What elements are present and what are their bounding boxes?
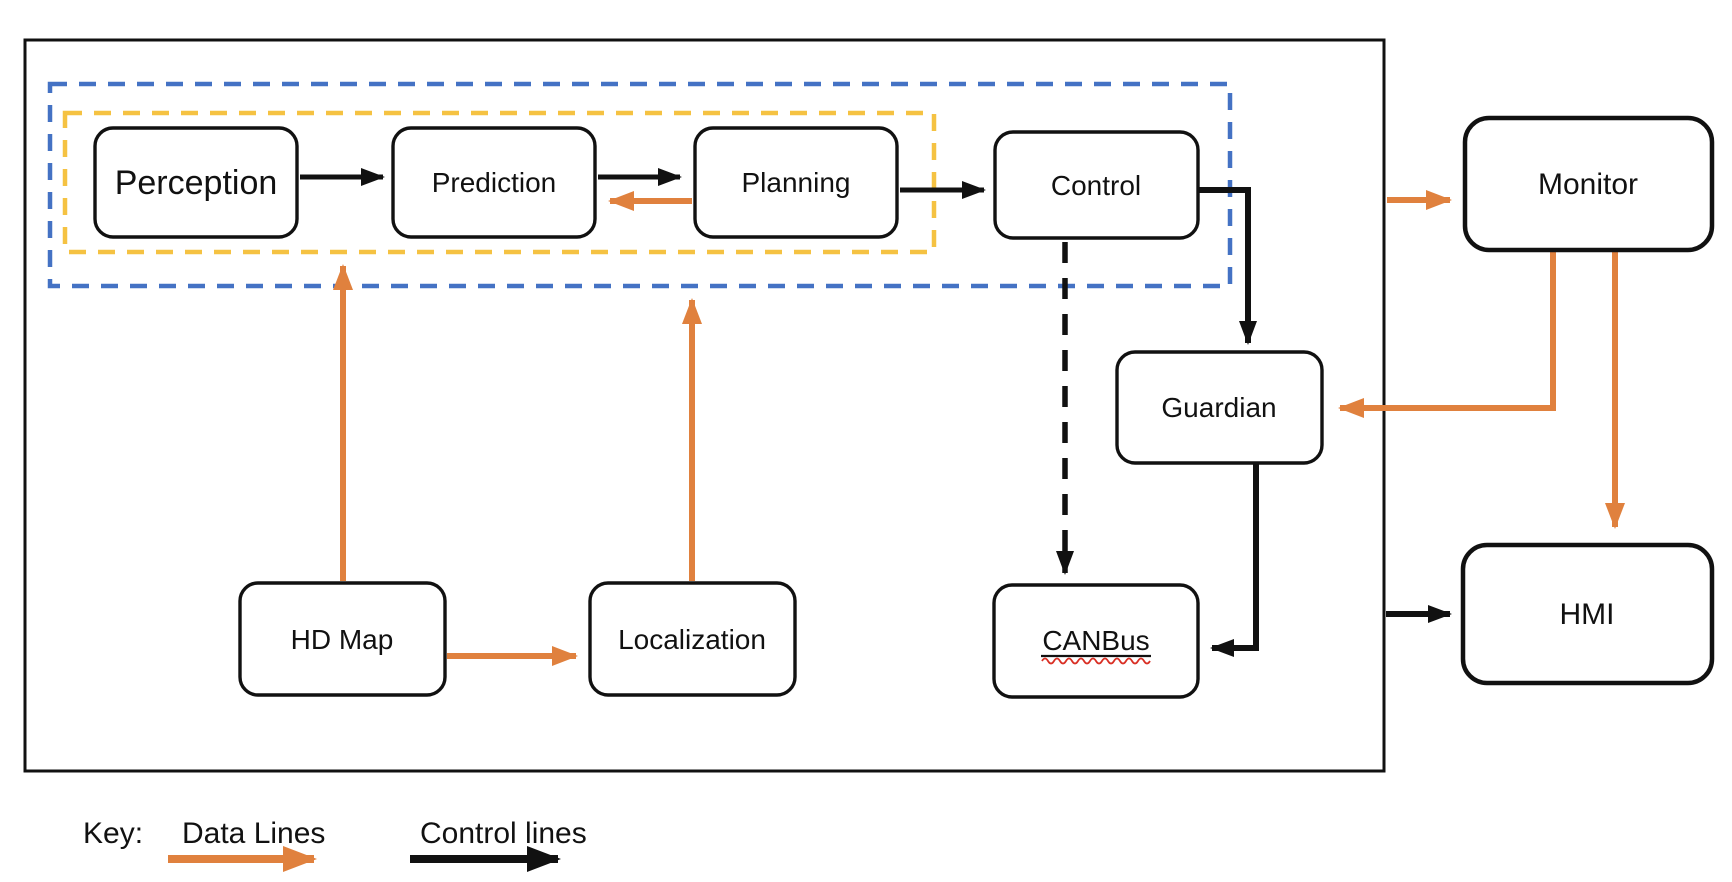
canbus-label: CANBus (1042, 625, 1149, 656)
arrow-guardian-to-canbus (1210, 464, 1259, 657)
control-lines-group (300, 168, 1452, 872)
planning-label: Planning (742, 167, 851, 198)
canbus-box (992, 583, 1200, 699)
arrow-control-to-guardian (1198, 187, 1257, 345)
key-control-lines-label: Control lines (420, 817, 587, 850)
perception-box (93, 126, 299, 239)
blue-dashed-group-box (47, 81, 1233, 289)
perception-label: Perception (115, 164, 278, 202)
localization-box (588, 581, 797, 697)
monitor-box (1462, 115, 1715, 253)
guardian-label: Guardian (1161, 392, 1276, 423)
control-label: Control (1051, 170, 1141, 201)
nodes-group: Perception Prediction Planning Control G… (93, 115, 1715, 699)
arrow-monitor-to-guardian (1338, 252, 1556, 418)
localization-label: Localization (618, 624, 766, 655)
key-title: Key: (83, 817, 143, 850)
canbus-spellcheck-squiggle (1041, 657, 1151, 665)
control-box (993, 130, 1200, 240)
prediction-box (391, 126, 597, 239)
data-lines-group (168, 190, 1625, 872)
yellow-dashed-group-box (62, 110, 937, 255)
hmi-box (1460, 542, 1715, 686)
key-group: Key: Data Lines Control lines (83, 817, 587, 850)
prediction-label: Prediction (432, 167, 557, 198)
key-data-lines-label: Data Lines (182, 817, 325, 850)
hd-map-label: HD Map (291, 624, 394, 655)
planning-box (693, 126, 899, 239)
hd-map-box (238, 581, 447, 697)
monitor-label: Monitor (1538, 168, 1638, 201)
guardian-box (1115, 350, 1324, 465)
hmi-label: HMI (1560, 598, 1615, 631)
